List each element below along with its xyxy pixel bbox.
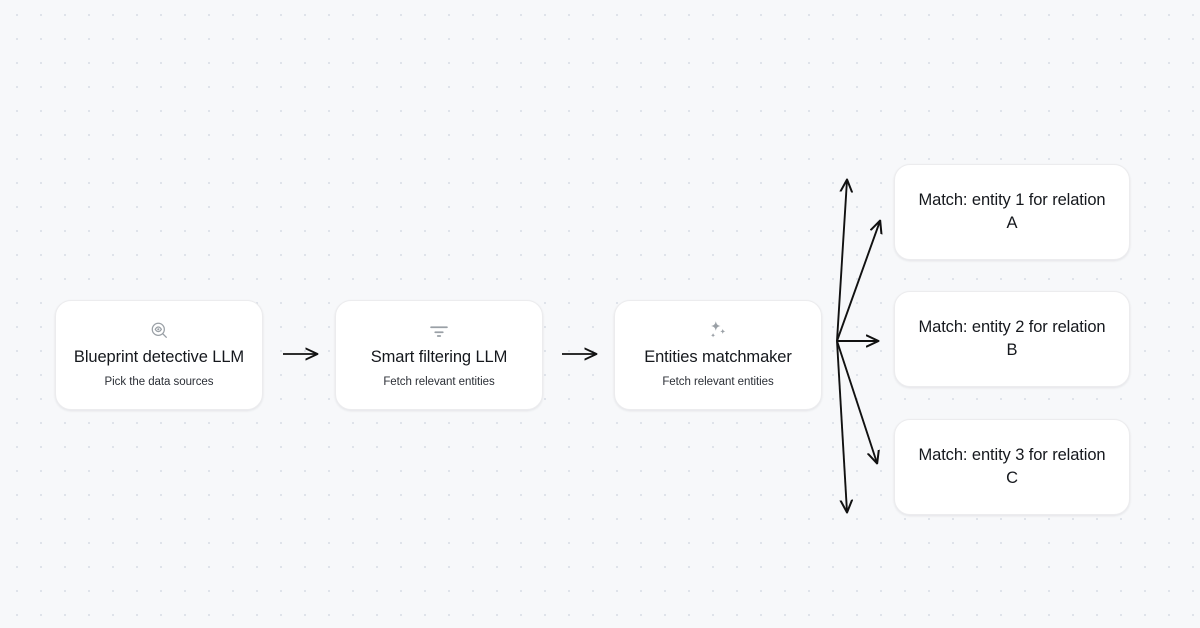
stage-card-blueprint-detective-llm[interactable]: Blueprint detective LLM Pick the data so… [55,300,263,410]
stage-title: Blueprint detective LLM [73,347,245,366]
stage-card-entities-matchmaker[interactable]: Entities matchmaker Fetch relevant entit… [614,300,822,410]
output-card-match-2[interactable]: Match: entity 2 for relation B [894,291,1130,387]
filter-icon [429,320,449,342]
output-title: Match: entity 1 for relation A [918,191,1106,232]
output-title: Match: entity 3 for relation C [918,446,1106,487]
output-card-match-3[interactable]: Match: entity 3 for relation C [894,419,1130,515]
sparkles-icon [707,320,729,342]
stage-subtitle: Pick the data sources [104,375,214,388]
stage-subtitle: Fetch relevant entities [662,375,774,388]
stage-title: Entities matchmaker [644,347,792,366]
fan-out-arrows-icon [836,180,880,512]
output-title: Match: entity 2 for relation B [918,318,1106,359]
output-card-match-1[interactable]: Match: entity 1 for relation A [894,164,1130,260]
stage-subtitle: Fetch relevant entities [383,375,495,388]
magnifier-eye-icon [150,320,169,342]
stage-card-smart-filtering-llm[interactable]: Smart filtering LLM Fetch relevant entit… [335,300,543,410]
stage-title: Smart filtering LLM [370,347,508,366]
